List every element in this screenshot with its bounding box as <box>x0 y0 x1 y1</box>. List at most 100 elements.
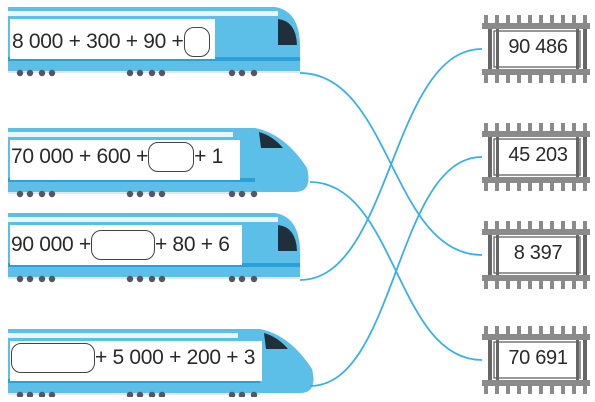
track-1-rail-bottom <box>482 69 590 75</box>
track-1-sleeper <box>528 15 532 25</box>
track-2-post-right-inner <box>576 137 579 177</box>
track-4-rail-bottom <box>482 380 590 386</box>
train-4-blank[interactable] <box>11 343 95 373</box>
train-2 <box>8 128 309 198</box>
track-3-sleeper <box>506 279 510 289</box>
track-3-sleeper <box>550 221 554 231</box>
track-1-sleeper <box>550 73 554 83</box>
track-2-sleeper <box>484 181 488 191</box>
track-2-sleeper <box>484 123 488 133</box>
track-2-post-left <box>488 137 492 177</box>
track-2-sleeper <box>495 181 499 191</box>
train-4-text-b: + 5 000 + 200 + 3 <box>95 346 256 369</box>
train-1-wheel <box>26 69 34 77</box>
train-2-wheel <box>16 190 24 198</box>
train-3-wheel <box>136 275 144 283</box>
train-3-windshield <box>278 225 297 251</box>
track-4-sleeper <box>583 384 587 394</box>
train-2-wheel <box>238 190 246 198</box>
track-1-sleeper <box>539 73 543 83</box>
track-3-sleeper <box>495 221 499 231</box>
train-1-wheel <box>16 69 24 77</box>
train-1-label-panel <box>10 19 215 59</box>
track-1-post-left <box>488 29 492 69</box>
track-1-sleeper <box>583 15 587 25</box>
train-4-windshield <box>264 333 288 349</box>
train-3-text-a: 90 000 + <box>11 233 91 256</box>
train-2-text-a: 70 000 + 600 + <box>11 145 149 168</box>
track-1-sleeper <box>561 15 565 25</box>
track-1 <box>482 15 590 83</box>
connection-line-4 <box>309 156 483 387</box>
train-3-blank[interactable] <box>90 230 155 260</box>
track-4-sleeper <box>484 326 488 336</box>
train-3-wheel <box>48 275 56 283</box>
track-3-sleeper <box>484 279 488 289</box>
train-1-blank[interactable] <box>183 27 210 57</box>
track-1-sleeper <box>506 15 510 25</box>
track-4-label-box <box>493 341 581 379</box>
track-3-sleeper <box>572 221 576 231</box>
track-1-sleeper <box>583 73 587 83</box>
track-3-rail-top <box>482 229 590 235</box>
train-3-wheel <box>148 275 156 283</box>
track-1-sleeper <box>517 15 521 25</box>
track-4-sleeper <box>561 384 565 394</box>
track-4-sleeper <box>517 326 521 336</box>
track-4-sleeper <box>572 384 576 394</box>
track-2-sleeper <box>517 123 521 133</box>
track-4-post-left <box>488 340 492 380</box>
track-4-sleeper <box>539 326 543 336</box>
track-4-sleeper <box>528 384 532 394</box>
train-3-wheel <box>126 275 134 283</box>
train-1-wheel <box>148 69 156 77</box>
train-2-wheel <box>148 190 156 198</box>
track-1-post-left-inner <box>496 29 499 69</box>
track-1-post-right-inner <box>576 29 579 69</box>
track-4-post-left-inner <box>496 340 499 380</box>
train-1-wheel <box>136 69 144 77</box>
track-3-sleeper <box>572 279 576 289</box>
track-2-sleeper <box>506 181 510 191</box>
train-1-expression: 8 000 + 300 + 90 + <box>12 27 210 57</box>
train-1-wheel <box>158 69 166 77</box>
track-4-sleeper <box>506 384 510 394</box>
train-2-stripe <box>8 132 233 137</box>
track-4-post-right-inner <box>576 340 579 380</box>
track-4-sleeper <box>495 384 499 394</box>
track-2-sleeper <box>528 123 532 133</box>
train-3-wheel <box>26 275 34 283</box>
train-2-wheel <box>126 190 134 198</box>
train-3-expression: 90 000 + + 80 + 6 <box>11 230 230 260</box>
train-3-wheel <box>238 275 246 283</box>
track-3-sleeper <box>583 279 587 289</box>
train-2-wheel <box>250 190 258 198</box>
track-2-sleeper <box>561 123 565 133</box>
track-2-sleeper <box>506 123 510 133</box>
train-2-blank[interactable] <box>148 142 195 172</box>
train-3-text-b: + 80 + 6 <box>154 233 230 256</box>
track-1-label-box <box>493 30 581 68</box>
track-2-rail-top <box>482 131 590 137</box>
track-3 <box>482 221 590 289</box>
train-4-stripe <box>8 333 238 338</box>
train-1-wheel <box>38 69 46 77</box>
track-2-sleeper <box>539 123 543 133</box>
track-4-sleeper <box>495 326 499 336</box>
train-2-wheel <box>38 190 46 198</box>
connection-line-3 <box>299 48 483 281</box>
track-2 <box>482 123 590 191</box>
track-4-sleeper <box>572 326 576 336</box>
track-3-label-box <box>493 236 581 274</box>
track-3-sleeper <box>539 279 543 289</box>
track-2-label-box <box>493 138 581 176</box>
track-1-post-right <box>583 29 587 69</box>
track-2-sleeper <box>561 181 565 191</box>
track-3-sleeper <box>528 279 532 289</box>
train-2-expression: 70 000 + 600 + + 1 <box>11 142 223 172</box>
train-1-wheel <box>250 69 258 77</box>
track-2-sleeper <box>550 181 554 191</box>
track-3-sleeper <box>517 279 521 289</box>
track-3-sleeper <box>561 279 565 289</box>
track-2-number: 45 203 <box>508 144 568 166</box>
